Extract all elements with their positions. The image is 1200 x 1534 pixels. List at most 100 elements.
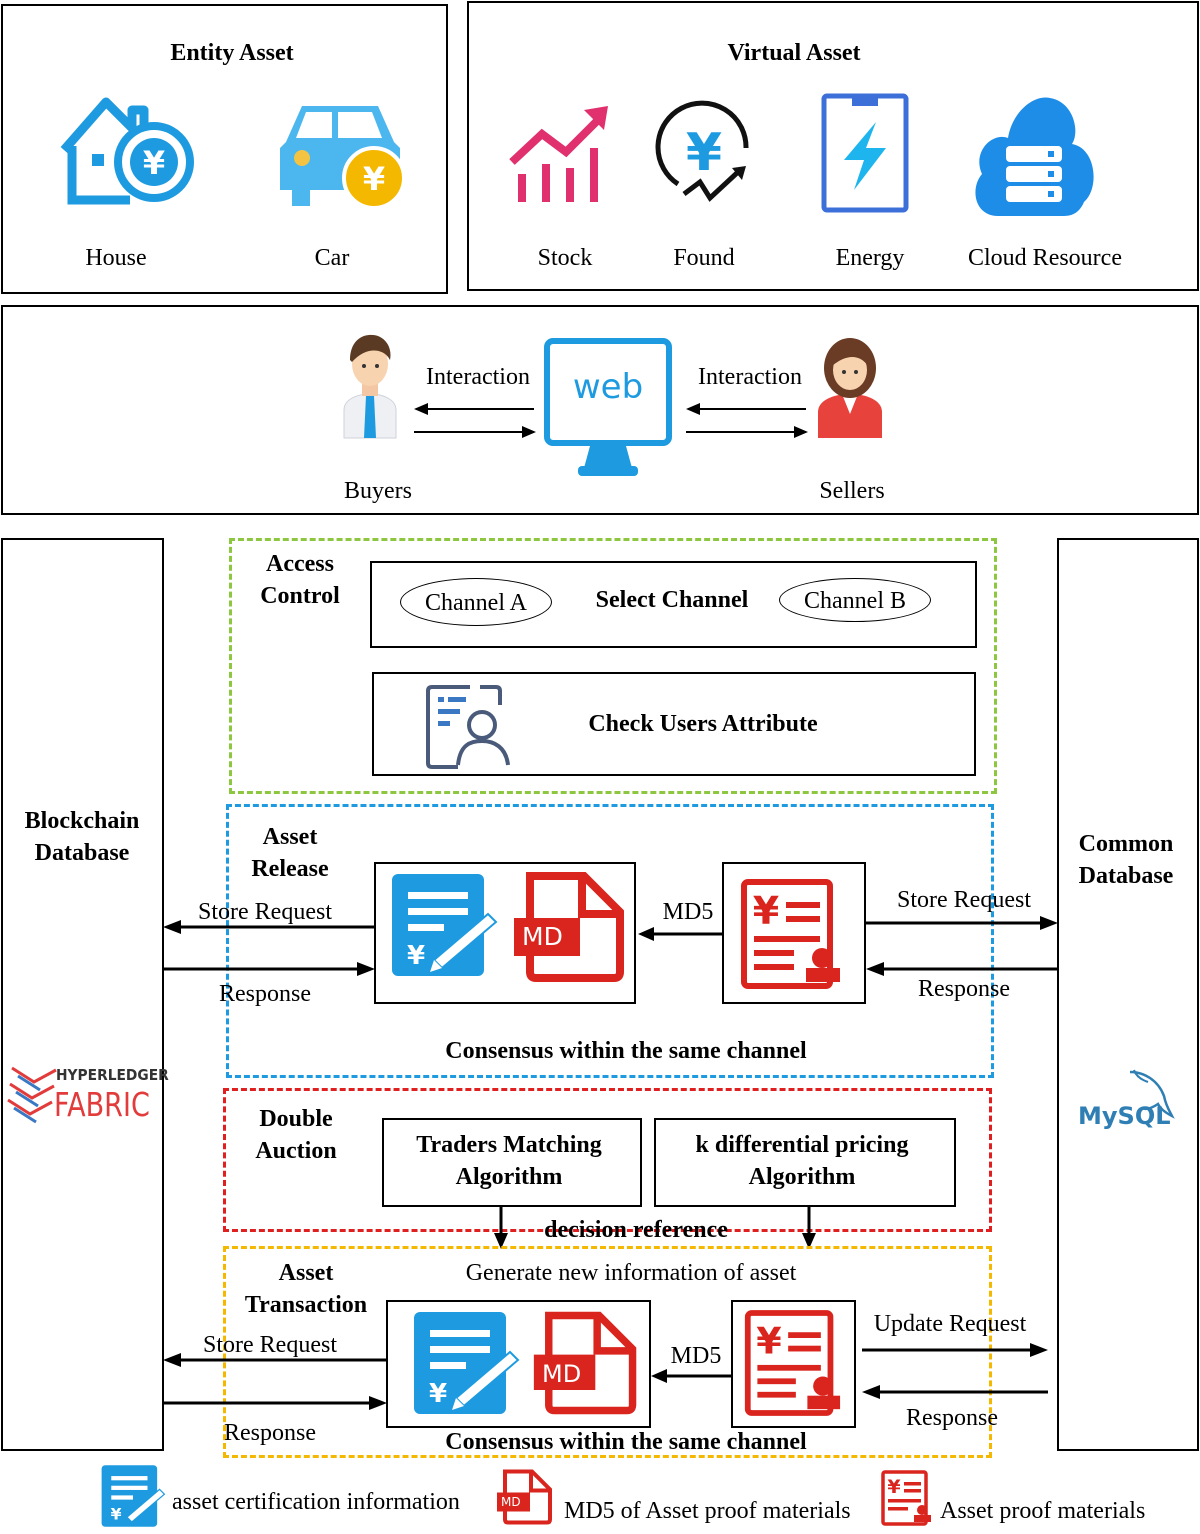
interaction-left-arrows	[414, 403, 536, 438]
svg-text:¥: ¥	[143, 144, 165, 182]
common-database-line2: Database	[1078, 863, 1174, 889]
access-control-line1: Access	[266, 551, 334, 577]
decision-reference-label: decision reference	[544, 1217, 728, 1243]
channel-a-option[interactable]	[400, 578, 552, 626]
interaction-right-label: Interaction	[698, 364, 802, 390]
double-auction-line2: Auction	[255, 1138, 337, 1164]
check-users-label: Check Users Attribute	[588, 711, 818, 737]
cloud-resource-label: Cloud Resource	[968, 245, 1122, 271]
release-store-request-left: Store Request	[198, 899, 332, 925]
platform-panel	[1, 305, 1199, 515]
seller-avatar-icon	[818, 338, 882, 438]
decision-arrow-left	[494, 1207, 508, 1249]
k-differential-line2: Algorithm	[748, 1164, 856, 1190]
blockchain-database-line1: Blockchain	[24, 808, 140, 834]
transaction-response-left: Response	[224, 1420, 316, 1446]
traders-matching-line2: Algorithm	[455, 1164, 563, 1190]
asset-proof-icon: ¥	[741, 879, 840, 989]
release-md5-arrow	[638, 927, 724, 941]
decision-arrow-right	[802, 1207, 816, 1249]
web-label: web	[572, 367, 644, 407]
found-label: Found	[673, 245, 735, 271]
asset-release-line1: Asset	[262, 824, 318, 850]
transaction-md5-arrow	[651, 1369, 733, 1383]
transaction-md5-file-icon	[533, 1311, 637, 1415]
transaction-cert-md-box	[386, 1300, 651, 1428]
mysql-logo-text: MySQL	[1078, 1102, 1171, 1130]
buyer-avatar-icon	[343, 334, 397, 439]
channel-b-label: Channel B	[804, 588, 906, 614]
legend-md5-icon	[497, 1469, 552, 1525]
house-label: House	[85, 245, 147, 271]
transaction-proof-box	[731, 1300, 856, 1428]
release-response-arrow-right	[866, 962, 1058, 976]
car-yen-icon: ¥	[280, 106, 406, 210]
blockchain-database-panel	[1, 538, 164, 1451]
asset-release-line2: Release	[251, 856, 329, 882]
release-consensus-label: Consensus within the same channel	[445, 1038, 807, 1064]
web-monitor-icon	[544, 338, 672, 476]
mysql-dolphin-icon	[1129, 1069, 1175, 1119]
asset-transaction-region	[223, 1246, 992, 1458]
select-channel-box	[370, 561, 977, 648]
energy-label: Energy	[835, 245, 905, 271]
update-request-arrow	[862, 1343, 1048, 1357]
access-control-line2: Control	[260, 583, 340, 609]
transaction-certification-icon: ¥	[414, 1312, 520, 1414]
release-response-right: Response	[918, 976, 1010, 1002]
svg-text:¥: ¥	[756, 1319, 781, 1362]
legend-proof-icon: ¥	[881, 1470, 931, 1526]
stock-chart-icon	[509, 106, 608, 202]
check-users-box	[372, 672, 976, 776]
transaction-asset-proof-icon: ¥	[744, 1310, 841, 1416]
asset-transaction-line2: Transaction	[244, 1292, 368, 1318]
fund-yen-icon: ¥	[655, 100, 749, 202]
svg-text:¥: ¥	[111, 1505, 122, 1524]
legend-certification-icon: ¥	[101, 1465, 166, 1527]
entity-asset-panel	[1, 4, 448, 294]
release-store-arrow-right	[866, 916, 1058, 930]
svg-text:¥: ¥	[407, 941, 425, 971]
common-database-panel	[1057, 538, 1199, 1451]
certification-icon: ¥	[392, 874, 498, 976]
release-store-arrow-left	[163, 920, 375, 934]
transaction-md-badge: MD	[542, 1360, 582, 1388]
md5-file-icon	[514, 872, 624, 982]
release-cert-md-box	[374, 862, 636, 1004]
stock-label: Stock	[537, 245, 593, 271]
virtual-asset-panel	[467, 1, 1199, 291]
release-md5-label: MD5	[662, 899, 714, 925]
transaction-md5-label: MD5	[670, 1343, 722, 1369]
legend-md5-label: MD5 of Asset proof materials	[564, 1498, 851, 1524]
traders-matching-line1: Traders Matching	[416, 1132, 602, 1158]
transaction-consensus-label: Consensus within the same channel	[445, 1429, 807, 1455]
release-md-badge: MD	[522, 922, 563, 951]
energy-phone-icon	[821, 93, 909, 213]
car-label: Car	[314, 245, 350, 271]
transaction-response-arrow-right	[862, 1385, 1048, 1399]
transaction-store-request-left: Store Request	[203, 1332, 337, 1358]
select-channel-label: Select Channel	[595, 587, 749, 613]
transaction-response-arrow-left	[163, 1396, 387, 1410]
release-response-arrow-left	[163, 962, 375, 976]
k-differential-line1: k differential pricing	[695, 1132, 909, 1158]
svg-text:¥: ¥	[363, 160, 385, 198]
access-control-region	[229, 538, 997, 794]
transaction-response-right: Response	[906, 1405, 998, 1431]
double-auction-line1: Double	[259, 1106, 333, 1132]
hyperledger-logo-text: HYPERLEDGER	[56, 1066, 169, 1084]
svg-text:¥: ¥	[686, 123, 722, 183]
hyperledger-fabric-logo	[7, 1066, 57, 1124]
sellers-label: Sellers	[819, 478, 885, 504]
release-response-left: Response	[219, 981, 311, 1007]
release-store-request-right: Store Request	[897, 887, 1031, 913]
k-differential-box	[654, 1118, 956, 1207]
entity-asset-title: Entity Asset	[170, 40, 294, 66]
asset-transaction-line1: Asset	[278, 1260, 334, 1286]
channel-b-option[interactable]	[779, 578, 931, 622]
legend-cert-label: asset certification information	[172, 1489, 460, 1515]
legend-proof-label: Asset proof materials	[940, 1498, 1146, 1524]
buyers-label: Buyers	[344, 478, 412, 504]
svg-text:¥: ¥	[753, 889, 779, 933]
generate-new-info-label: Generate new information of asset	[465, 1260, 797, 1286]
